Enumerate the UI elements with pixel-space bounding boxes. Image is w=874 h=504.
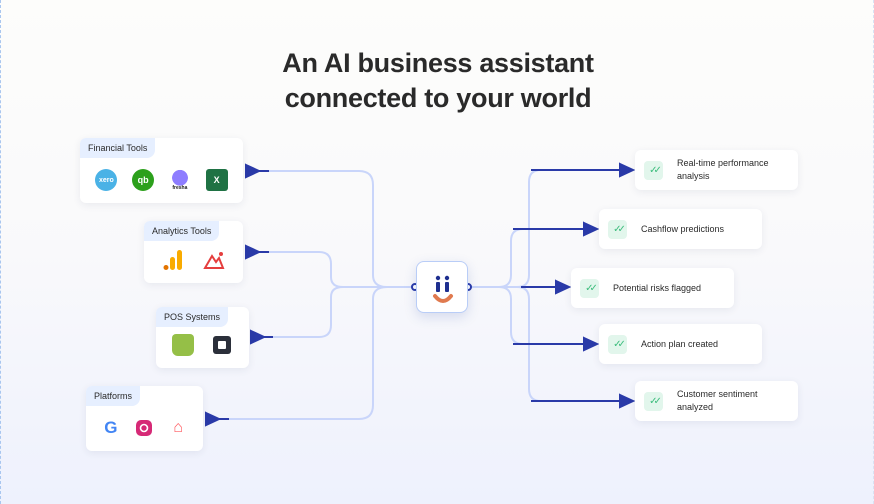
card-platforms: Platforms G ⌂ [86,386,203,451]
output-customer-sentiment: ✓✓ Customer sentiment analyzed [635,381,798,421]
google-analytics-icon [162,249,184,271]
title-line-2: connected to your world [284,83,592,113]
arrow-pos [250,329,273,345]
connector-analytics [259,251,414,288]
arrow-analytics [245,244,269,260]
output-label: Real-time performance analysis [677,158,769,181]
card-label: Platforms [86,386,141,406]
fresha-icon: fresha [168,169,191,191]
double-check-icon: ✓✓ [644,391,663,411]
card-analytics-tools: Analytics Tools [144,221,243,283]
airbnb-icon: ⌂ [173,419,183,436]
title-line-1: An AI business assistant [282,48,594,78]
double-check-icon: ✓✓ [644,160,663,180]
card-label: Analytics Tools [144,221,220,241]
connector-financial [259,170,414,288]
ai-assistant-hub [416,261,468,313]
connector-platforms [219,286,388,420]
google-icon: G [104,418,118,437]
arrow-out-1 [531,162,636,178]
output-label: Cashflow predictions [641,223,725,234]
xero-icon: xero [95,169,118,191]
double-check-icon: ✓✓ [608,334,627,354]
double-check-icon: ✓✓ [580,278,599,298]
quickbooks-icon: qb [132,169,155,191]
output-realtime-analysis: ✓✓ Real-time performance analysis [635,150,798,190]
excel-icon: X [205,169,228,191]
connector-out-2 [470,228,585,288]
arrow-financial [245,163,269,179]
page-title: An AI business assistant connected to you… [1,46,874,116]
square-icon [211,334,233,356]
card-financial-tools: Financial Tools xero qb fresha X [80,138,243,203]
output-label: Customer sentiment analyzed [677,389,758,412]
connector-pos [263,286,344,338]
arrow-out-3 [521,279,572,295]
arrow-out-5 [531,393,636,409]
card-label: POS Systems [156,307,229,327]
shopify-icon [172,334,195,356]
output-label: Potential risks flagged [613,282,702,293]
output-label: Action plan created [641,338,719,349]
arrow-out-2 [513,221,600,237]
looker-icon [203,249,225,271]
assistant-logo-icon [433,275,453,303]
output-cashflow-predictions: ✓✓ Cashflow predictions [599,209,762,249]
card-label: Financial Tools [80,138,156,158]
output-action-plan: ✓✓ Action plan created [599,324,762,364]
card-pos-systems: POS Systems [156,307,249,368]
output-risks-flagged: ✓✓ Potential risks flagged [571,268,734,308]
double-check-icon: ✓✓ [608,219,627,239]
arrow-platforms [205,411,229,427]
arrow-out-4 [513,336,600,352]
instagram-icon [133,417,155,439]
